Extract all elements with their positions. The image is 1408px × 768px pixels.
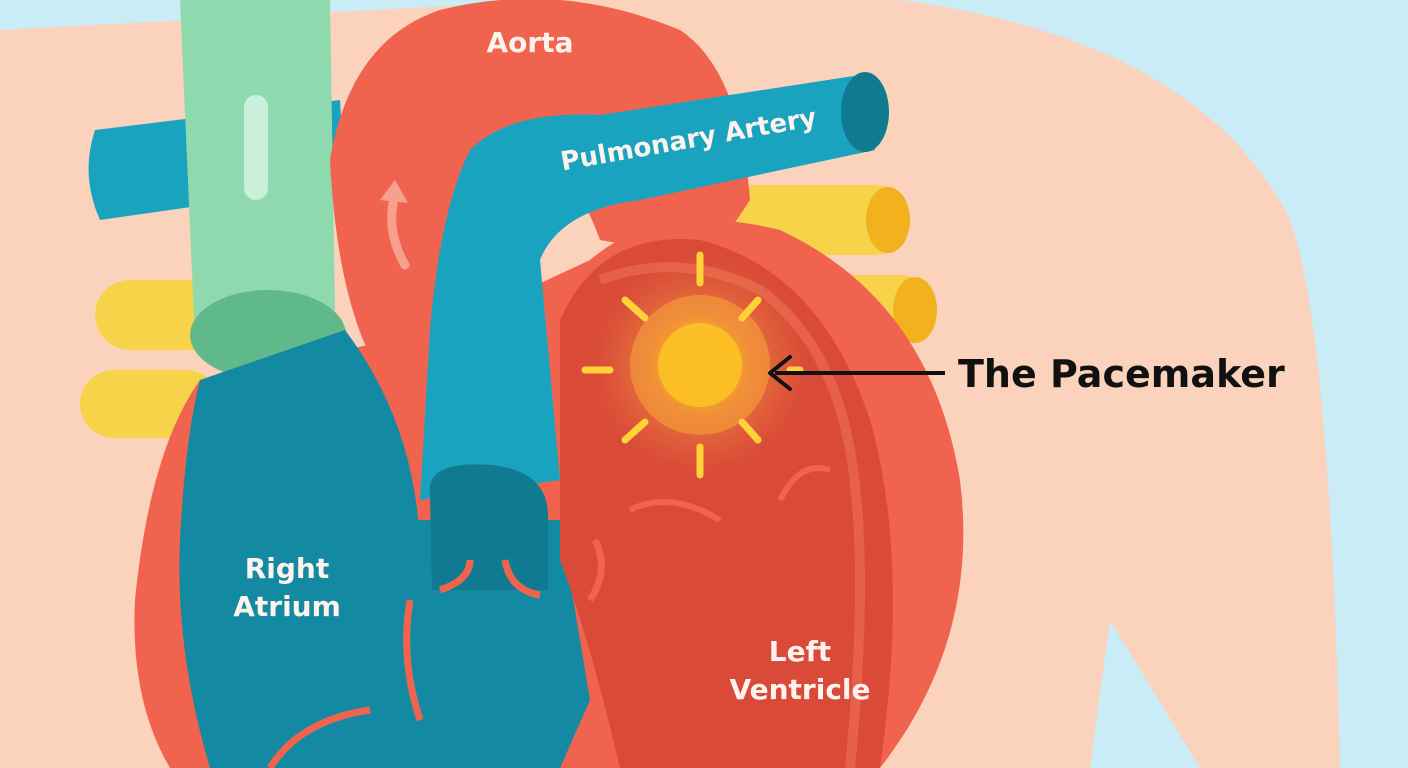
vena-cava-highlight: [244, 95, 268, 200]
yellow-vessel-right-lower-end: [893, 277, 937, 343]
pacemaker-rays: [581, 251, 804, 479]
valve-leaflet-right: [501, 559, 541, 599]
aorta-flow-arrow: [387, 190, 410, 270]
yellow-vessel-right-upper-end: [866, 187, 910, 253]
pacemaker-pointer-arrowhead: [768, 355, 792, 391]
inner-vessel-line-5: [267, 706, 371, 768]
pacemaker-center: [658, 323, 742, 407]
inner-vessel-line-1: [403, 599, 424, 722]
pacemaker-label: The Pacemaker: [958, 352, 1285, 396]
pulmonary-artery-opening: [841, 72, 889, 152]
left-ventricle-label-line1: Left: [769, 635, 831, 668]
right-atrium-label-line2: Atrium: [233, 590, 341, 623]
aorta-label: Aorta: [487, 26, 574, 59]
pulmonary-valve: [429, 464, 549, 590]
valve-leaflet-left: [438, 559, 474, 594]
left-ventricle-label-line2: Ventricle: [729, 673, 870, 706]
pulmonary-artery: [420, 75, 875, 500]
aorta-flow-arrowhead: [380, 180, 408, 203]
right-atrium-label-line1: Right: [245, 552, 330, 585]
torso-left-shape: [0, 60, 150, 768]
inner-vessel-line-4: [777, 465, 831, 502]
inner-vessel-line-3: [628, 499, 722, 523]
inner-vessel-line-2: [587, 538, 605, 602]
